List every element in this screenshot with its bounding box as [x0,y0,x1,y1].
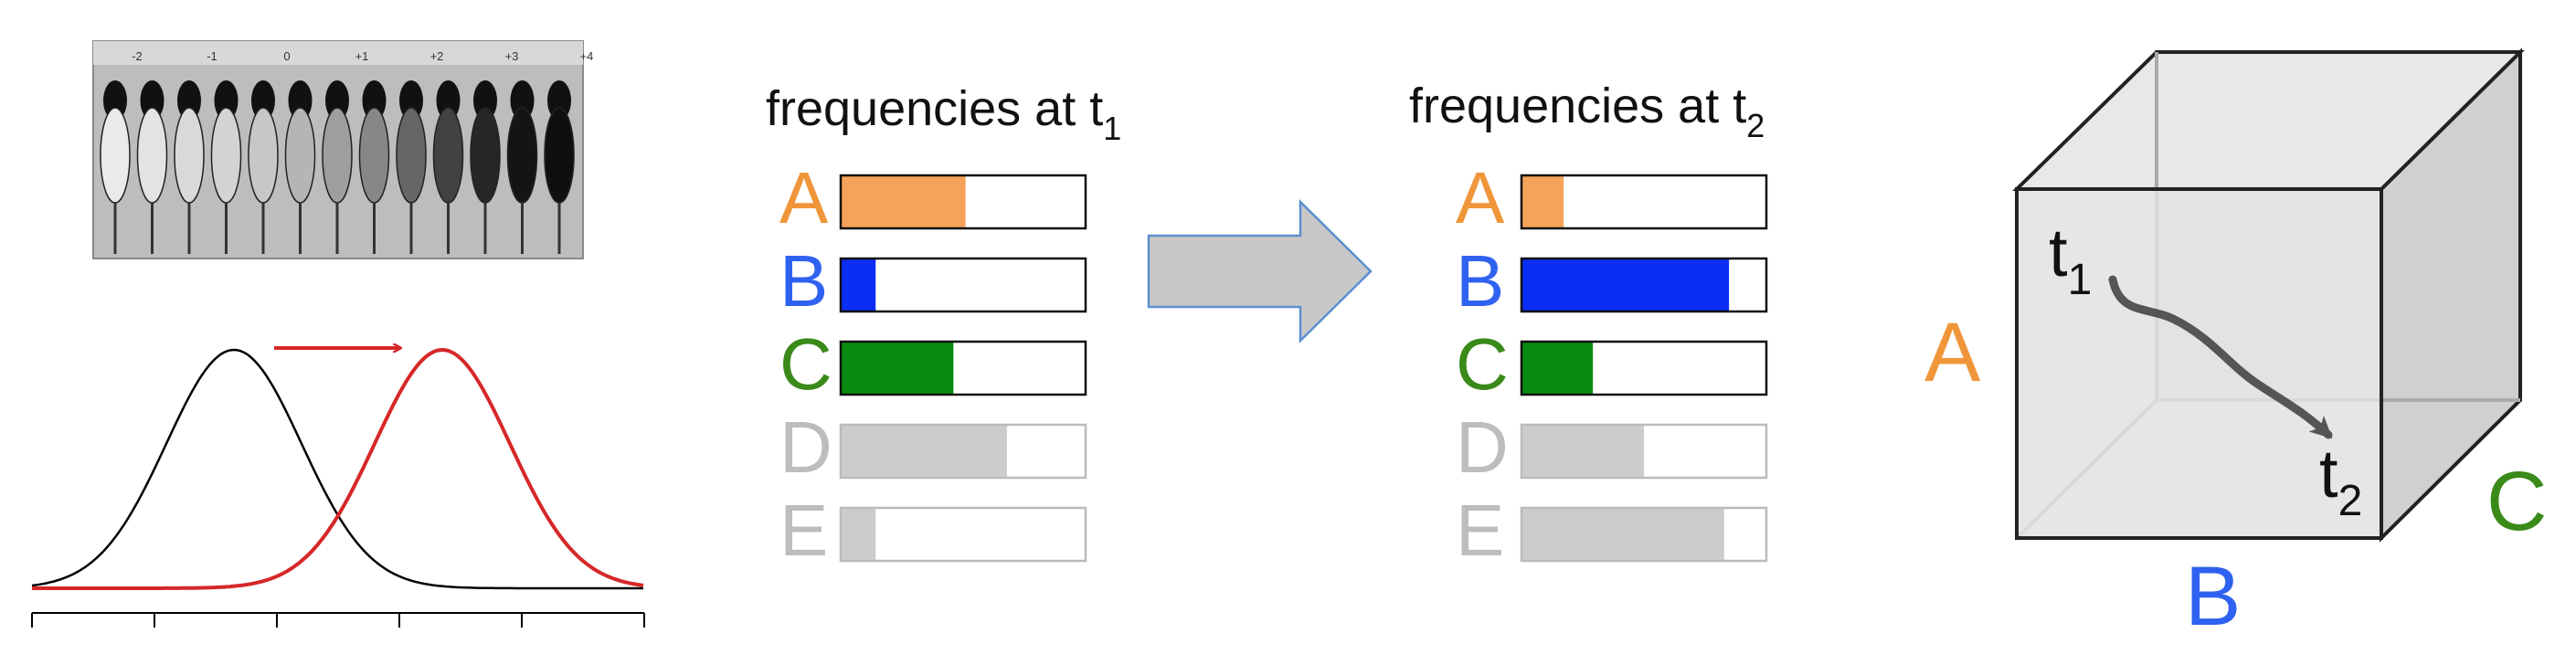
rat-photo-caption: +3 [505,49,519,63]
frequency-bar-fill [1522,343,1594,394]
frequency-bar-frame [839,506,1087,563]
rat-photo-caption: 0 [283,49,290,63]
frequency-row-c: C [779,323,1087,405]
frequency-bar-frame [839,174,1087,230]
frequency-bar-frame [839,423,1087,480]
distribution-curve-after [32,347,644,590]
rat-specimen [322,80,353,254]
trajectory-end-label: t2 [2319,436,2362,525]
frequency-row-label: B [779,240,828,322]
frequency-row-label: A [779,157,829,238]
frequency-bar-fill [1522,176,1564,227]
frequency-bar-frame [839,257,1087,313]
frequency-row-label: D [779,406,832,488]
cube-axis-label-a: A [1924,306,1981,399]
cube-axis-label-b: B [2185,550,2241,643]
frequency-bar-frame [1520,257,1768,313]
rat-specimen [248,80,279,254]
rat-specimen [284,80,316,254]
frequency-row-c: C [1456,323,1768,405]
distribution-curve-before [31,348,643,590]
frequency-row-label: E [779,490,828,571]
rat-specimen [396,80,427,254]
rat-specimen [100,80,131,254]
frequency-space-cube: t1 t2 A B C [1924,48,2547,643]
rat-photo: -2 -1 0 +1 +2 +3 +4 [92,40,593,259]
rat-specimen [174,80,205,254]
frequency-row-d: D [1456,406,1768,488]
rat-specimen [506,80,538,254]
panel-t1-title: frequencies at t1 [766,81,1121,147]
panel-t1-title-subscript: 1 [1103,110,1121,147]
rat-photo-caption: -1 [207,49,217,63]
frequency-bar-fill [1522,509,1724,560]
rat-specimen [136,80,168,254]
rat-photo-header-strip [93,41,583,65]
frequency-bar-fill [842,509,876,560]
frequency-row-label: E [1456,490,1504,571]
rat-specimen [358,80,390,254]
frequency-row-e: E [779,490,1087,571]
rat-photo-caption: +1 [355,49,369,63]
frequency-row-label: C [779,323,832,405]
frequency-bar-fill [842,176,966,227]
frequency-row-e: E [1456,490,1768,571]
frequency-bar-fill [1522,426,1644,477]
rat-specimen [432,80,464,254]
frequency-bar-fill [1522,259,1730,311]
frequency-row-label: A [1456,157,1505,238]
frequency-row-d: D [779,406,1087,488]
panel-t2-title-subscript: 2 [1746,107,1765,144]
frequency-row-b: B [1456,240,1768,322]
rat-specimens [100,80,575,254]
transition-arrow [1147,199,1373,343]
cube-axis-label-c: C [2486,455,2547,548]
frequency-bar-frame [839,340,1087,396]
frequency-row-label: D [1456,406,1509,488]
frequency-row-a: A [1456,157,1768,238]
rat-specimen [544,80,575,254]
frequency-bar-fill [842,259,876,311]
frequency-bar-frame [1520,340,1768,396]
trajectory-path [2108,275,2333,439]
frequency-row-a: A [779,157,1087,238]
frequency-bar-frame [1520,423,1768,480]
frequency-bar-fill [842,426,1007,477]
rat-photo-captions: -2 -1 0 +1 +2 +3 +4 [132,49,593,63]
x-axis-ticks [31,613,645,628]
rat-specimen [210,80,242,254]
frequency-row-label: C [1456,323,1509,405]
frequency-bar-frame [1520,506,1768,563]
distribution-plot [31,347,645,628]
frequency-bar-frame [1520,174,1768,230]
frequency-row-label: B [1456,240,1504,322]
frequency-bar-fill [842,343,954,394]
panel-t2-title: frequencies at t2 [1409,79,1765,144]
rat-photo-caption: +2 [430,49,444,63]
frequency-row-b: B [779,240,1087,322]
rat-photo-caption: +4 [580,49,594,63]
rat-specimen [470,80,501,254]
trajectory-start-label: t1 [2049,215,2092,304]
rat-photo-caption: -2 [132,49,143,63]
cube-front-face [2015,187,2383,540]
